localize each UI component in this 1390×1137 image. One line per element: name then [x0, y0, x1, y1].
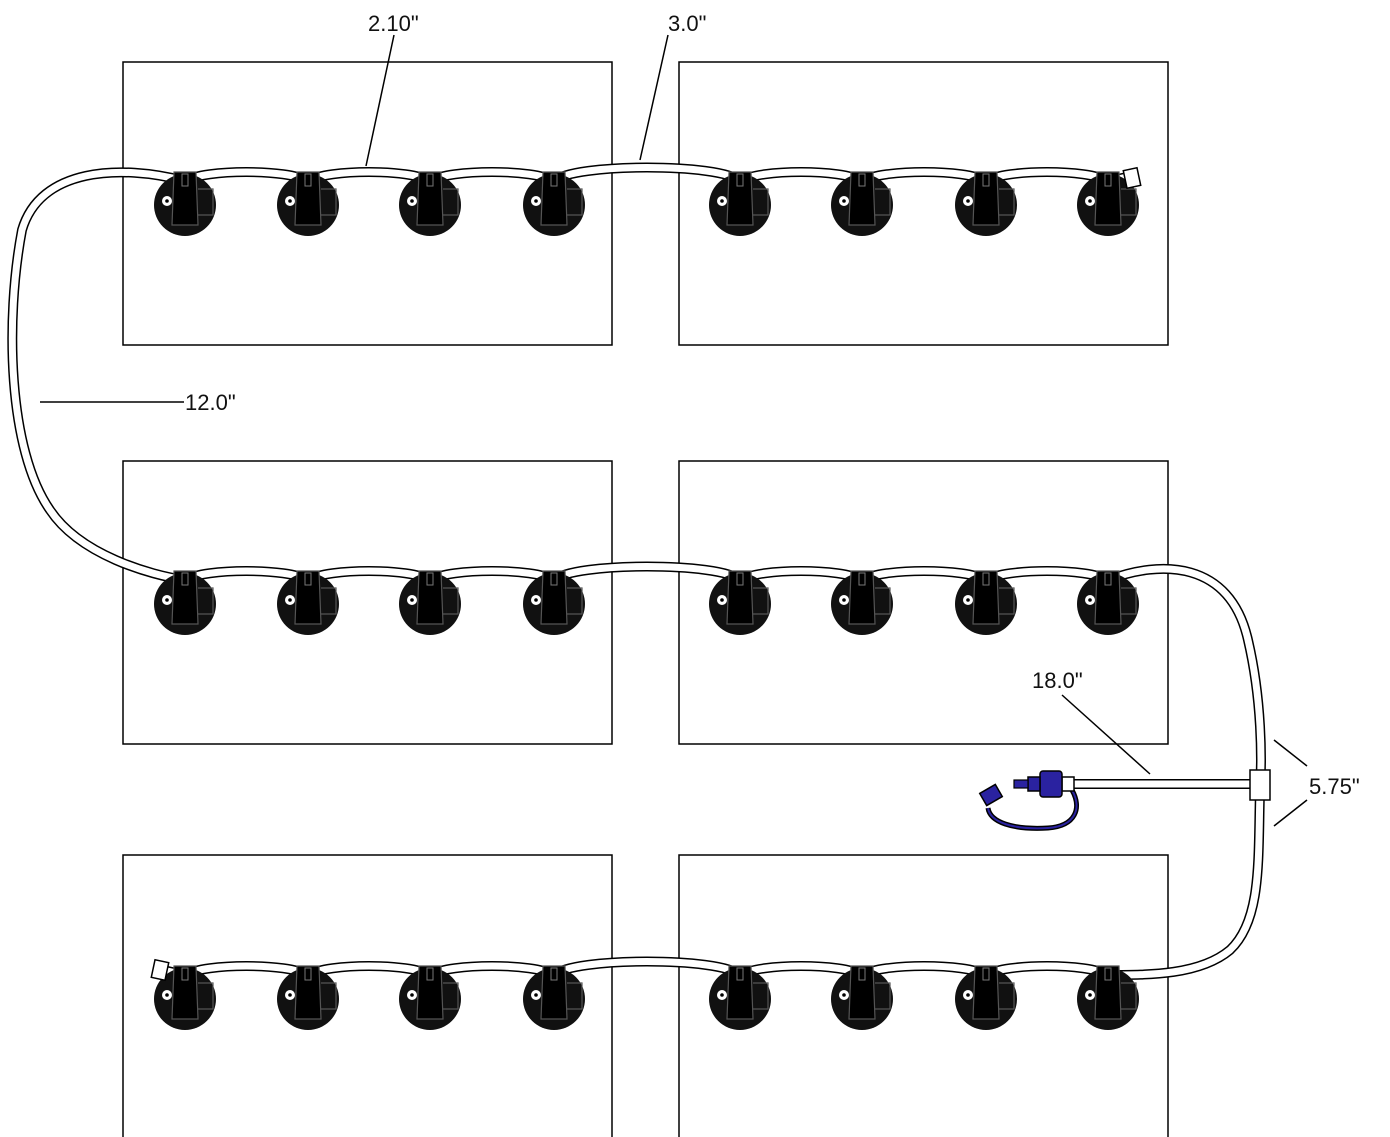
leader-5-75-lower	[1273, 799, 1308, 827]
float-valve-cap-icon	[277, 570, 339, 635]
dimension-label-3-0: 3.0"	[668, 11, 706, 36]
float-valve-cap-icon	[831, 171, 893, 236]
leader-18-0	[1061, 694, 1151, 775]
float-valve-cap-icon	[955, 171, 1017, 236]
float-valve-cap-icon	[523, 965, 585, 1030]
float-valve-cap-icon	[523, 570, 585, 635]
leader-3-0	[639, 34, 669, 161]
dimension-label-5-75: 5.75"	[1309, 774, 1360, 799]
float-valve-cap-icon	[831, 965, 893, 1030]
leader-5-75-upper	[1273, 739, 1308, 767]
float-valve-cap-icon	[154, 965, 216, 1030]
float-valve-cap-icon	[399, 171, 461, 236]
float-valve-cap-icon	[709, 570, 771, 635]
float-valve-cap-icon	[154, 171, 216, 236]
float-valve-cap-icon	[1077, 171, 1139, 236]
quick-connect-fill-nozzle-icon	[978, 770, 1079, 831]
tube-end-plug-icon	[1122, 166, 1142, 190]
float-valve-cap-icon	[1077, 965, 1139, 1030]
float-valve-cap-icon	[277, 965, 339, 1030]
float-valve-cap-icon	[1077, 570, 1139, 635]
float-valve-cap-icon	[709, 965, 771, 1030]
float-valve-cap-icon	[154, 570, 216, 635]
float-valve-cap-icon	[399, 965, 461, 1030]
tube-segment-fill	[181, 958, 1112, 980]
dimension-label-2-10: 2.10"	[368, 11, 419, 36]
tee-connector-icon	[1249, 769, 1271, 801]
float-valve-cap-icon	[955, 570, 1017, 635]
leader-2-10	[365, 34, 395, 167]
float-valve-cap-icon	[955, 965, 1017, 1030]
cell-caps	[154, 171, 1139, 1030]
tube-segment-fill	[8, 168, 189, 584]
float-valve-cap-icon	[709, 171, 771, 236]
dimension-label-12-0: 12.0"	[185, 390, 236, 415]
float-valve-cap-icon	[523, 171, 585, 236]
tube-segment-fill	[181, 563, 1112, 585]
dimension-leaders	[40, 34, 1308, 827]
float-valve-cap-icon	[399, 570, 461, 635]
tube-end-plug-icon	[150, 958, 170, 982]
dimension-label-18-0: 18.0"	[1032, 668, 1083, 693]
float-valve-cap-icon	[831, 570, 893, 635]
float-valve-cap-icon	[277, 171, 339, 236]
